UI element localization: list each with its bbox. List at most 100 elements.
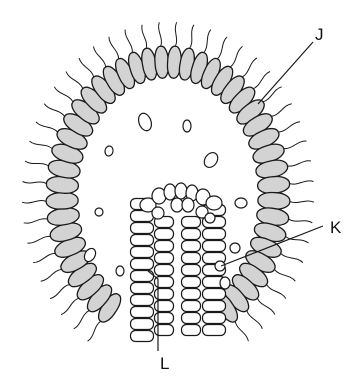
cilium	[33, 253, 55, 262]
endoderm-cell-layer	[131, 183, 226, 342]
endoderm-cell	[182, 198, 194, 212]
endoderm-cell	[182, 325, 201, 336]
cilium	[125, 30, 132, 53]
endoderm-cell	[203, 313, 226, 324]
label-l: L	[160, 354, 169, 373]
ectoderm-cell	[258, 192, 291, 210]
label-k: K	[330, 218, 342, 237]
endoderm-cell	[155, 289, 174, 300]
endoderm-cell	[203, 241, 226, 252]
ectoderm-cell	[46, 175, 79, 194]
cilium	[290, 181, 314, 184]
cilium	[271, 104, 291, 117]
endoderm-cell	[203, 301, 226, 312]
mesenchyme-cell	[201, 150, 220, 170]
endoderm-cell	[155, 241, 174, 252]
endoderm-cell	[164, 184, 176, 200]
cilium	[88, 321, 101, 341]
cilium	[22, 201, 46, 204]
endoderm-cell	[206, 196, 222, 210]
endoderm-cell	[182, 265, 201, 276]
endoderm-cell	[155, 313, 174, 324]
endoderm-cell	[131, 331, 154, 342]
endoderm-cell	[205, 213, 215, 223]
cilium	[36, 122, 58, 132]
endoderm-cell	[175, 183, 187, 199]
endoderm-cell	[155, 265, 174, 276]
cilium	[278, 122, 300, 132]
endoderm-cell	[152, 207, 164, 219]
pointer-line-j	[258, 42, 313, 104]
cilium	[27, 236, 50, 243]
endoderm-cell	[203, 229, 226, 240]
endoderm-cell	[131, 295, 154, 306]
endoderm-cell	[155, 325, 174, 336]
endoderm-cell	[155, 253, 174, 264]
endoderm-cell	[171, 198, 183, 212]
cilium	[204, 30, 211, 53]
cilium	[267, 285, 286, 299]
mesenchyme-cell	[183, 120, 191, 132]
cilium	[44, 104, 64, 117]
endoderm-cell	[131, 319, 154, 330]
cilium	[242, 58, 257, 77]
mesenchyme-cell	[215, 261, 225, 271]
ectoderm-cell	[46, 192, 79, 210]
endoderm-cell	[131, 223, 154, 234]
cilium	[281, 253, 303, 262]
cilium	[94, 46, 106, 67]
endoderm-cell	[182, 229, 201, 240]
mesenchyme-cell	[220, 277, 230, 289]
cilium	[25, 161, 49, 166]
cilium	[54, 87, 73, 102]
cilium	[66, 72, 83, 89]
endoderm-cell	[131, 307, 154, 318]
endoderm-cell	[131, 283, 154, 294]
mesenchyme-cell	[104, 145, 114, 156]
endoderm-cell	[182, 313, 201, 324]
endoderm-cell	[203, 325, 226, 336]
cilium	[290, 201, 314, 203]
endoderm-cell	[182, 301, 201, 312]
endoderm-cell	[182, 277, 201, 288]
endoderm-cell	[182, 289, 201, 300]
cilium	[30, 141, 53, 149]
endoderm-cell	[155, 229, 174, 240]
cilium	[175, 22, 176, 46]
endoderm-cell	[182, 241, 201, 252]
endoderm-cell	[182, 253, 201, 264]
cilium	[284, 141, 307, 149]
cilium	[79, 58, 94, 77]
cilium	[50, 285, 69, 299]
cilium	[41, 269, 62, 281]
endoderm-cell	[155, 301, 174, 312]
label-j: J	[315, 25, 324, 44]
cilium	[190, 25, 194, 49]
endoderm-cell	[131, 235, 154, 246]
endoderm-cell	[182, 217, 201, 228]
cilium	[274, 269, 295, 281]
cilium	[74, 311, 90, 329]
cilium	[235, 321, 248, 341]
cilium	[109, 37, 119, 59]
cilium	[230, 46, 242, 67]
cilium	[61, 298, 79, 314]
cilium	[247, 311, 262, 329]
cilium	[142, 25, 147, 49]
cilium	[289, 219, 313, 223]
cilium	[159, 22, 162, 46]
mesenchyme-cell	[95, 208, 103, 216]
cilium	[257, 298, 275, 314]
endoderm-cell	[131, 247, 154, 258]
mesenchyme-cell	[116, 266, 124, 276]
cilium	[24, 219, 48, 223]
endoderm-cell	[131, 259, 154, 270]
cilium	[253, 72, 270, 89]
cilium	[288, 161, 312, 166]
mesenchyme-cell	[136, 111, 153, 132]
cilium	[23, 182, 47, 184]
mesenchyme-cell	[230, 243, 240, 253]
endoderm-cell	[203, 289, 226, 300]
cilium	[217, 37, 227, 59]
